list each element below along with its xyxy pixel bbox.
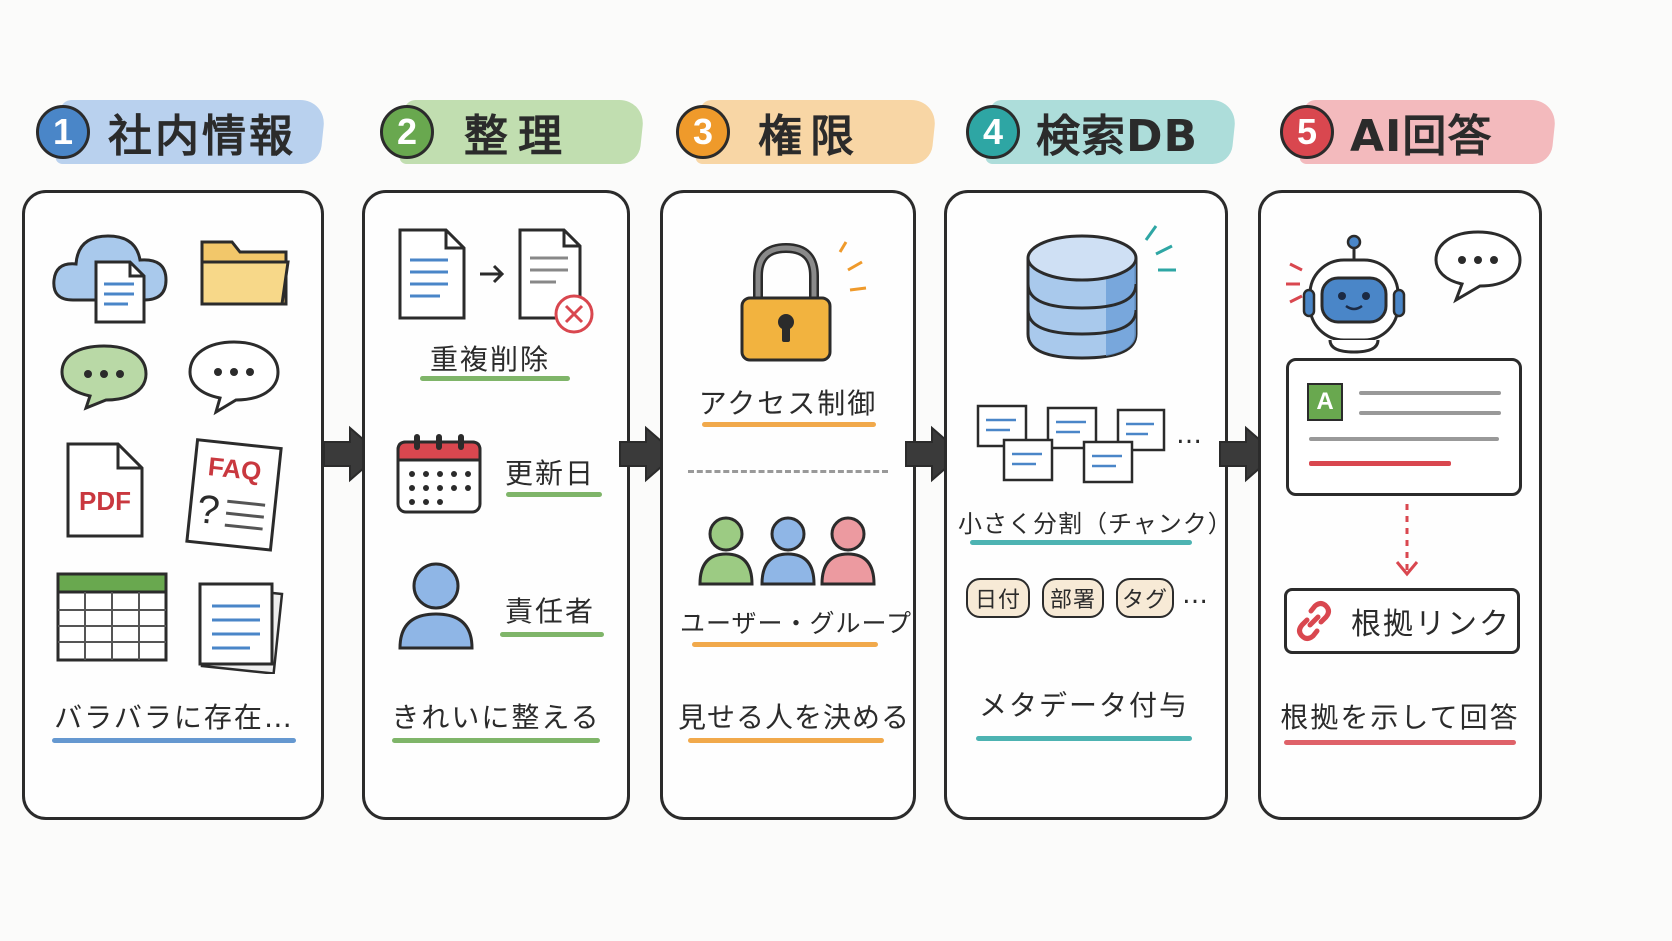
step-1-footer: バラバラに存在… <box>54 701 294 734</box>
robot-icon <box>1286 234 1406 354</box>
answer-card: A <box>1286 358 1522 496</box>
calendar-icon <box>396 434 482 514</box>
step-4-footer: メタデータ付与 <box>978 689 1189 722</box>
step-3-panel <box>660 190 916 820</box>
folder-icon <box>200 240 290 306</box>
step-5-footer: 根拠を示して回答 <box>1280 701 1520 734</box>
chunk-underline <box>970 540 1192 545</box>
owner-underline <box>500 632 604 637</box>
step-2-footer-underline <box>392 738 600 743</box>
step-1-title: 社内情報 <box>108 111 296 162</box>
step-3-footer-underline <box>688 738 884 743</box>
padlock-icon <box>740 241 867 362</box>
tag-chip-tag: タグ <box>1116 578 1174 618</box>
step-3-footer: 見せる人を決める <box>678 701 911 734</box>
step-3-header: 3 権限 <box>676 96 956 168</box>
stacked-documents-icon <box>198 582 284 674</box>
tag-ellipsis: … <box>1182 580 1210 610</box>
user-group-label: ユーザー・グループ <box>680 609 913 638</box>
source-link-button[interactable]: 根拠リンク <box>1284 588 1520 654</box>
dedupe-label: 重複削除 <box>429 343 550 376</box>
step-2-number: 2 <box>380 105 434 159</box>
step-5-title: AI回答 <box>1350 111 1493 162</box>
faq-document-icon: FAQ ? <box>185 438 283 552</box>
step-3-number: 3 <box>676 105 730 159</box>
step-4-header: 4 検索DB <box>966 96 1238 168</box>
step-1-number: 1 <box>36 105 90 159</box>
step-5-footer-underline <box>1284 740 1516 745</box>
access-control-underline <box>702 422 876 427</box>
answer-line-highlight <box>1309 461 1451 466</box>
chunk-cards-icon <box>976 404 1166 484</box>
tag-chip-date: 日付 <box>966 578 1030 618</box>
dedupe-underline <box>420 376 570 381</box>
spreadsheet-icon <box>56 572 168 662</box>
step-4-title: 検索DB <box>1036 111 1199 162</box>
chunk-label: 小さく分割（チャンク） <box>958 510 1233 538</box>
step-5-header: 5 AI回答 <box>1280 96 1570 168</box>
chat-bubble-green-icon <box>60 344 148 411</box>
link-icon <box>1297 601 1331 641</box>
dashed-down-arrow-icon <box>1395 504 1419 577</box>
step-2-footer: きれいに整える <box>391 701 601 734</box>
user-group-icon <box>698 516 876 586</box>
section-divider <box>688 470 888 473</box>
cloud-document-icon <box>52 234 168 324</box>
database-icon <box>1026 225 1176 360</box>
answer-badge: A <box>1307 383 1343 421</box>
step-4-number: 4 <box>966 105 1020 159</box>
person-icon <box>398 562 474 650</box>
answer-line <box>1359 411 1501 415</box>
step-1-footer-underline <box>52 738 296 743</box>
chat-bubble-icon <box>1434 230 1522 304</box>
updated-date-underline <box>506 492 602 497</box>
owner-label: 責任者 <box>504 595 595 628</box>
updated-date-label: 更新日 <box>504 457 595 490</box>
step-5-number: 5 <box>1280 105 1334 159</box>
tag-chip-department: 部署 <box>1042 578 1104 618</box>
answer-line <box>1309 437 1499 441</box>
chat-bubble-icon <box>188 340 280 416</box>
faq-label: FAQ <box>207 451 263 486</box>
duplicate-removal-icon <box>398 228 594 334</box>
access-control-label: アクセス制御 <box>698 387 878 420</box>
svg-text:?: ? <box>195 487 222 533</box>
pdf-file-icon: PDF <box>66 442 144 538</box>
pdf-label: PDF <box>79 486 131 516</box>
step-2-header: 2 整理 <box>380 96 660 168</box>
user-group-underline <box>692 642 878 647</box>
answer-line <box>1359 391 1501 395</box>
step-3-title: 権限 <box>758 111 862 162</box>
source-link-label: 根拠リンク <box>1351 607 1511 642</box>
step-4-footer-underline <box>976 736 1192 741</box>
chunk-ellipsis: … <box>1176 420 1204 450</box>
step-2-title: 整理 <box>464 111 572 162</box>
step-1-header: 1 社内情報 <box>36 96 327 168</box>
